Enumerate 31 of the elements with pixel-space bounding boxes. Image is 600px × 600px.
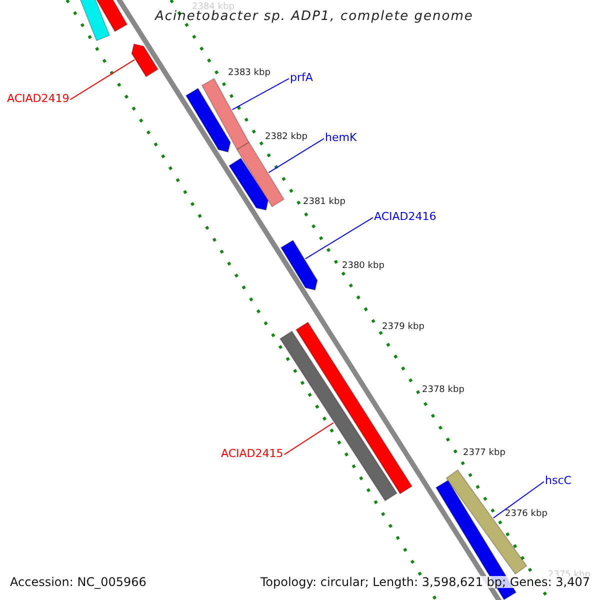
leader-line bbox=[492, 481, 544, 518]
tick-label: 2383 kbp bbox=[228, 69, 270, 78]
gene-label: ACIAD2416 bbox=[374, 211, 436, 222]
gene-bar bbox=[446, 469, 528, 575]
footer-text: Accession: NC_005966 bbox=[10, 576, 146, 588]
gene-bar bbox=[95, 0, 128, 32]
gene-bar bbox=[236, 142, 285, 208]
title: Acinetobacter sp. ADP1, complete genome bbox=[155, 10, 474, 23]
leader-line bbox=[232, 78, 290, 110]
gene-bar bbox=[201, 78, 250, 150]
gene-label: hemK bbox=[325, 132, 357, 143]
gene-bar bbox=[228, 158, 269, 211]
gene-bar bbox=[78, 0, 110, 42]
gene-bar bbox=[280, 240, 318, 291]
gene-bar bbox=[131, 43, 159, 78]
tick-label: 2377 kbp bbox=[463, 449, 506, 458]
gene-label: prfA bbox=[290, 72, 313, 83]
gene-bar bbox=[185, 88, 231, 153]
leader-line bbox=[268, 138, 324, 174]
gene-label: ACIAD2419 bbox=[7, 93, 70, 104]
tick-label: 2378 kbp bbox=[422, 386, 464, 395]
tick-label: 2380 kbp bbox=[342, 262, 384, 271]
tick-label: 2379 kbp bbox=[382, 323, 424, 332]
leader-line bbox=[70, 59, 135, 100]
gene-label: hscC bbox=[545, 475, 572, 486]
tick-label: 2376 kbp bbox=[505, 510, 548, 519]
tick-label: 2382 kbp bbox=[265, 133, 308, 142]
tick-label: 2381 kbp bbox=[303, 198, 346, 207]
leader-line bbox=[284, 422, 334, 456]
leader-line bbox=[304, 217, 374, 260]
gene-label: ACIAD2415 bbox=[221, 448, 284, 459]
